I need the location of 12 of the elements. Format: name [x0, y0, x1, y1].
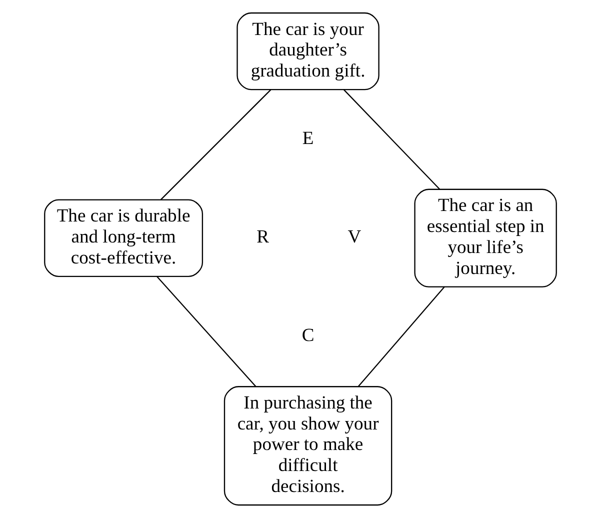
connector [160, 89, 271, 200]
connector [156, 276, 256, 387]
label: V [347, 226, 361, 248]
node-box: The car is an essential step in your life’s journey. [414, 188, 556, 288]
connector [358, 286, 444, 387]
node-box: In purchasing the car, you show your power to make difficult decisions. [223, 386, 392, 506]
label: E [302, 128, 314, 149]
label: C [301, 325, 314, 346]
node-box: The car is durable and long-term cost-effective. [44, 199, 203, 277]
label: R [256, 226, 268, 248]
node-box: The car is your daughter’s graduation gift. [236, 12, 379, 90]
connector [343, 89, 440, 190]
